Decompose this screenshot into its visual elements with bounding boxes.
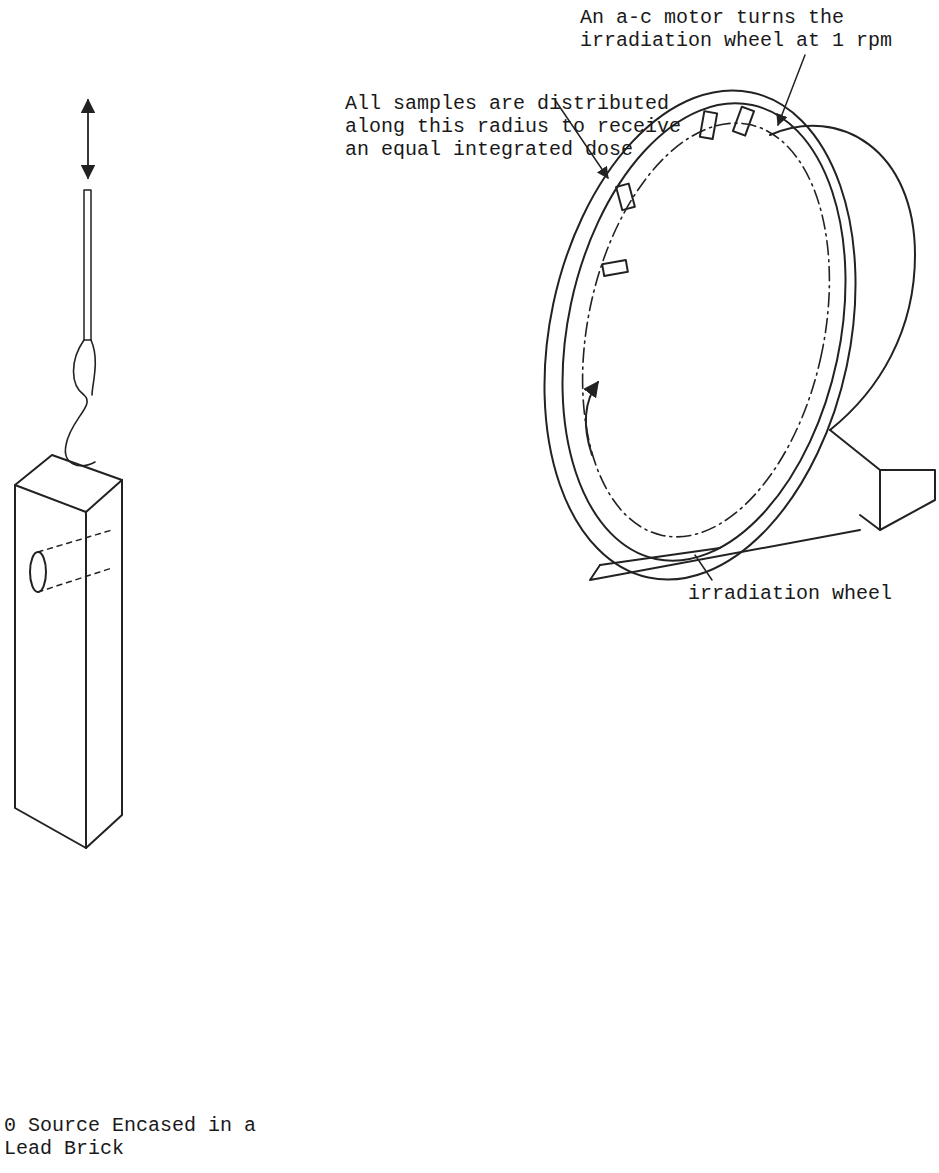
lead-brick	[15, 455, 122, 848]
source-note: 0 Source Encased in a Lead Brick	[4, 1114, 268, 1160]
source-rod	[84, 190, 91, 340]
source-cable	[65, 340, 95, 466]
leader-line	[695, 555, 712, 580]
motor-housing	[590, 126, 935, 580]
motion-arrow	[87, 100, 89, 178]
part-name: irradiation wheel	[688, 582, 904, 605]
rotation-arrow	[586, 382, 598, 455]
sample-radius	[547, 100, 865, 560]
motor-note: An a-c motor turns the irradiation wheel…	[580, 6, 898, 52]
sample-note: All samples are distributed along this r…	[345, 92, 681, 161]
source-hole	[30, 552, 46, 592]
leader-line	[778, 55, 805, 125]
